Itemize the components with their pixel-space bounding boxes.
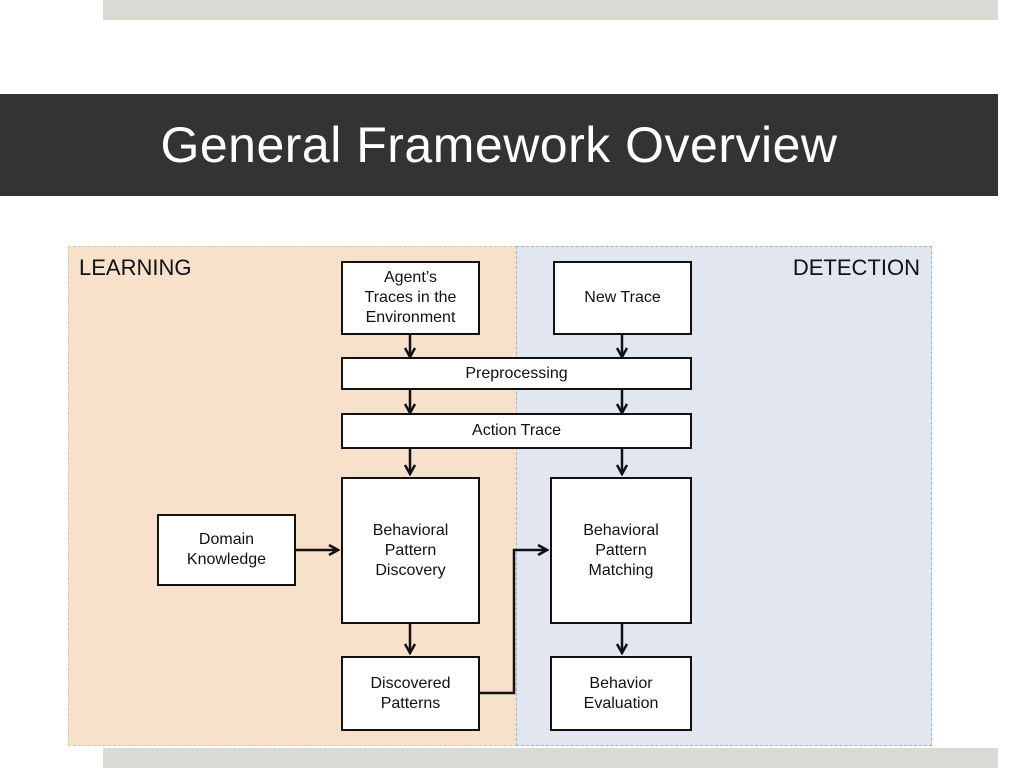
top-decor-strip [103, 0, 998, 20]
node-preprocessing: Preprocessing [341, 357, 692, 390]
node-discovered-patterns: Discovered Patterns [341, 656, 480, 731]
node-new-trace: New Trace [553, 261, 692, 335]
title-bar [0, 94, 998, 196]
node-behavior-evaluation: Behavior Evaluation [550, 656, 692, 731]
bottom-decor-strip [103, 748, 998, 768]
node-pattern-matching: Behavioral Pattern Matching [550, 477, 692, 624]
learning-label: LEARNING [79, 255, 192, 280]
node-pattern-discovery: Behavioral Pattern Discovery [341, 477, 480, 624]
node-domain-knowledge: Domain Knowledge [157, 514, 296, 586]
detection-label: DETECTION [792, 255, 920, 280]
node-action-trace: Action Trace [341, 413, 692, 449]
slide-title: General Framework Overview [160, 117, 838, 173]
node-agents-traces: Agent’s Traces in the Environment [341, 261, 480, 335]
